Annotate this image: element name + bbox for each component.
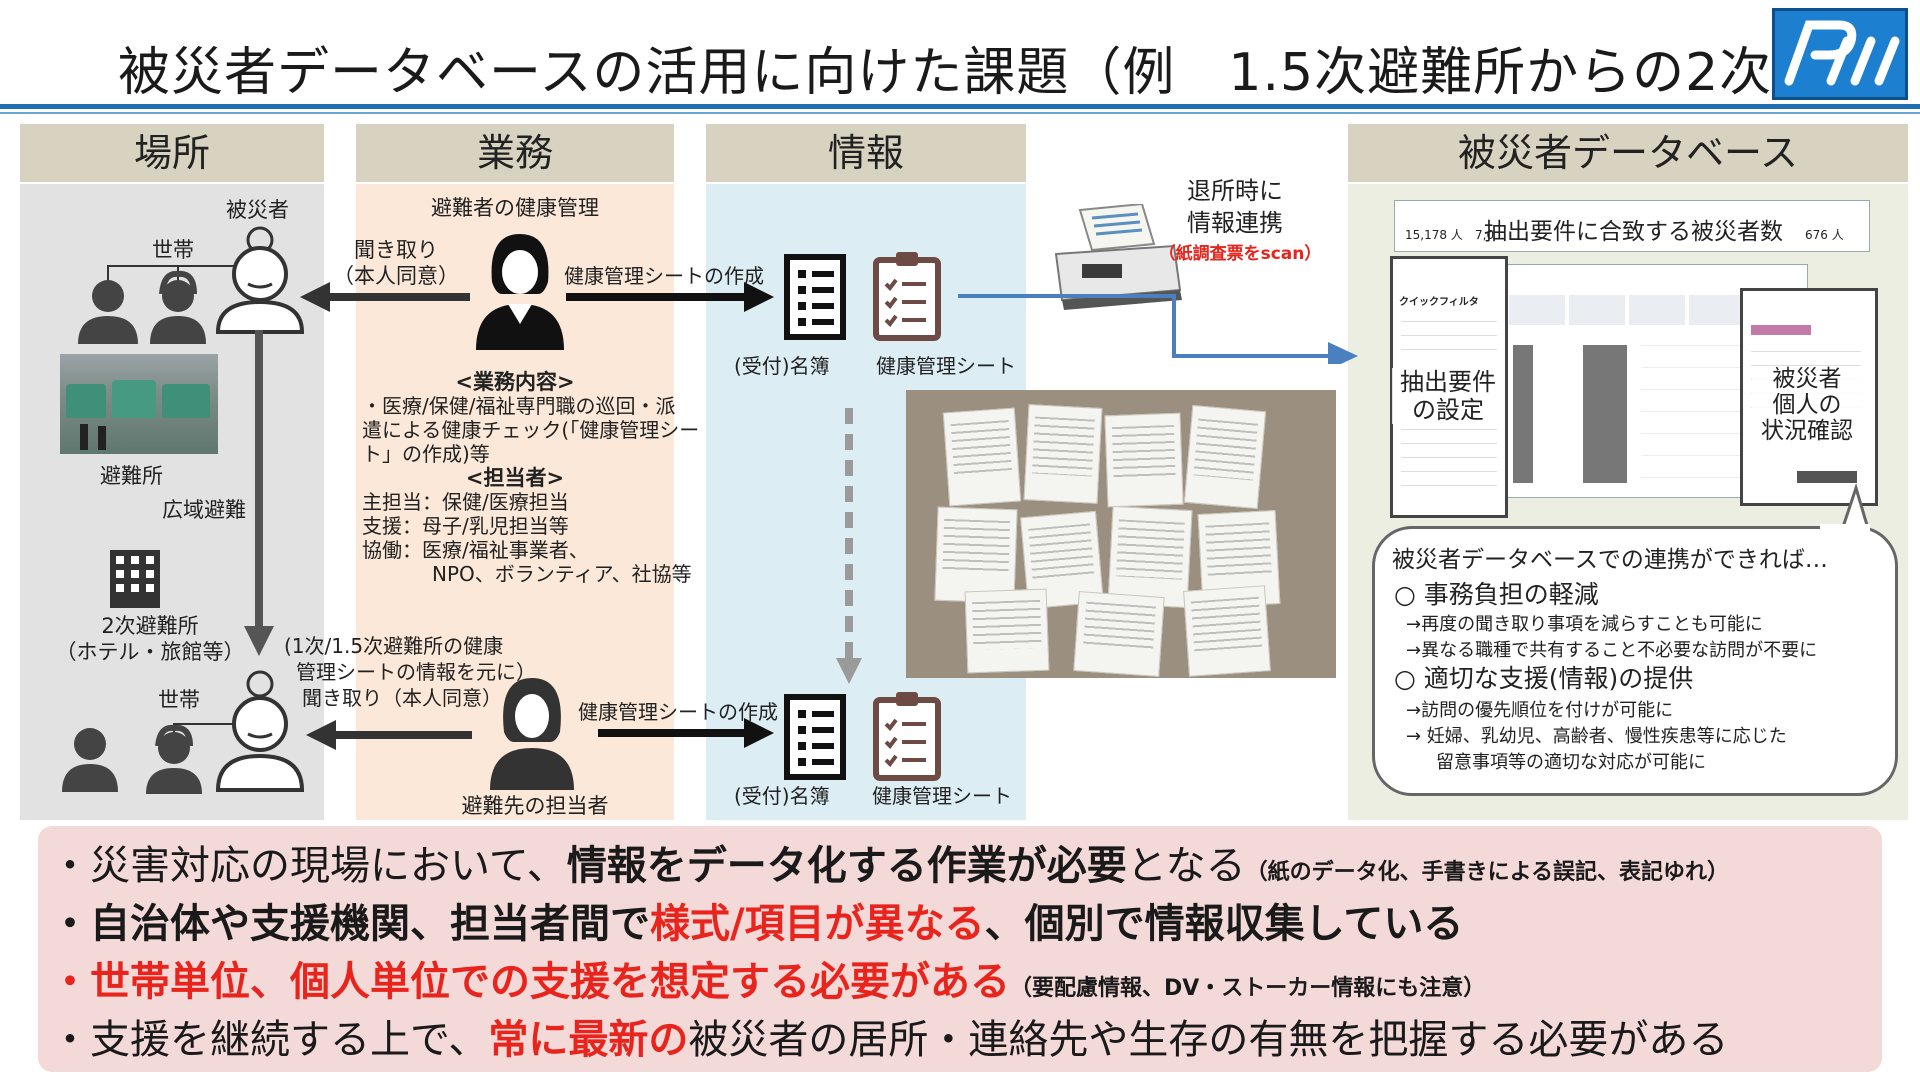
header-rule [0,104,1920,109]
db-heading: 被災者データベース [1348,124,1908,182]
sheet-bottom-label: 健康管理シート [872,784,1012,809]
shelter-label: 避難所 [100,464,163,489]
checklist-clipboard-icon [872,250,942,342]
benefit-2-line-1: →訪問の優先順位を付けが可能に [1406,698,1673,723]
arrow-left-bottom [306,720,472,750]
elderly-woman-icon [210,224,310,334]
content-line-3: ト」の作成)等 [362,442,490,467]
staff-line-1: 主担当：保健/医療担当 [362,490,569,515]
scanner-label-3: （紙調査票をscan） [1150,242,1330,267]
issue-line-4: ・支援を継続する上で、常に最新の被災者の居所・連絡先や生存の有無を把握する必要が… [50,1014,1728,1066]
content-line-1: ・医療/保健/福祉専門職の巡回・派 [362,394,675,419]
extract-label-2: の設定 [1392,396,1504,424]
health-mgmt-label: 避難者の健康管理 [356,196,674,221]
bottom-hear-line-3: 聞き取り（本人同意） [302,686,502,711]
benefit-1-heading: ○ 事務負担の軽減 [1394,580,1599,610]
benefit-2-heading: ○ 適切な支援(情報)の提供 [1394,664,1693,694]
benefit-1-line-1: →再度の聞き取り事項を減らすことも可能に [1406,612,1763,637]
logo-mark-icon [1775,11,1905,97]
arrow-right-top [566,282,774,312]
info-heading: 情報 [706,124,1026,182]
issue-3-a: ・世帯単位、個人単位での支援を想定する必要がある [50,959,1010,1005]
place-heading: 場所 [20,124,324,182]
bubble-heading: 被災者データベースでの連携ができれば… [1392,546,1828,574]
evac-staff-label: 避難先の担当者 [430,794,640,819]
scanner-label-2: 情報連携 [1160,208,1310,238]
issue-line-3: ・世帯単位、個人単位での支援を想定する必要がある（要配慮情報、DV・ストーカー情… [50,956,1485,1015]
issue-1-a: ・災害対応の現場において、 [50,843,567,889]
issue-2-c: 、個別で情報収集している [985,901,1464,947]
issue-4-a: ・支援を継続する上で、 [50,1017,488,1063]
content-heading: <業務内容> [356,370,674,395]
paper-forms-photo [906,390,1336,678]
dashed-down-arrow [834,408,864,688]
issue-2-b: 様式/項目が異なる [650,901,985,947]
db-count-label: 抽出要件に合致する被災者数 [1484,220,1783,245]
benefit-2-line-2: → 妊婦、乳幼児、高齢者、慢性疾患等に応じた [1406,724,1787,749]
issue-2-a: ・自治体や支援機関、担当者間で [50,901,650,947]
issue-1-d: （紙のデータ化、手書きによる誤記、表記ゆれ） [1246,860,1729,885]
bottom-hear-line-1: (1次/1.5次避難所の健康 [284,634,503,659]
issue-line-1: ・災害対応の現場において、情報をデータ化する作業が必要となる（紙のデータ化、手書… [50,840,1729,899]
issue-1-c: となる [1127,843,1246,889]
arrow-right-bottom [598,718,774,748]
person-man-icon [78,280,138,344]
roster-list-icon [784,694,846,780]
person-man-icon [62,728,118,792]
female-staff-icon [484,672,580,792]
shelter-photo [60,354,218,454]
content-line-2: 遣による健康チェック(「健康管理シー [362,418,699,443]
issue-1-b: 情報をデータ化する作業が必要 [567,843,1127,889]
filter-title: クイックフィルタ [1399,297,1479,309]
extract-label-1: 抽出要件 [1392,368,1504,396]
header-rule-thin [0,112,1920,114]
work-heading: 業務 [356,124,674,182]
benefit-1-line-2: →異なる職種で共有すること不必要な訪問が不要に [1406,638,1817,663]
person-label-3: 状況確認 [1752,418,1862,444]
staff-line-4: NPO、ボランティア、社協等 [432,562,692,587]
female-staff-icon [470,228,570,352]
bubble-tail-join [1820,524,1870,532]
scanner-label-1: 退所時に [1160,176,1310,206]
staff-heading: <担当者> [356,466,674,491]
person-woman-icon [146,728,202,794]
stat-a: 15,178 人 [1405,223,1463,248]
elderly-woman-icon [210,668,310,794]
person-label-2: 個人の [1752,392,1862,418]
victim-label: 被災者 [226,198,289,223]
stat-c: 676 人 [1805,223,1844,248]
benefit-2-line-3: 留意事項等の適切な対応が可能に [1436,750,1706,775]
shelter2-label-1: 2次避難所 [40,614,260,639]
issue-3-b: （要配慮情報、DV・ストーカー情報にも注意） [1010,976,1485,1001]
person-label-1: 被災者 [1752,366,1862,392]
evacuation-arrow [244,330,274,670]
roster-list-icon [784,254,846,340]
scan-to-db-arrow [958,284,1360,364]
staff-line-2: 支援：母子/乳児担当等 [362,514,569,539]
issue-4-c: 被災者の居所・連絡先や生存の有無を把握する必要がある [688,1017,1728,1063]
shelter2-label-2: （ホテル・旅館等） [40,640,260,665]
checklist-clipboard-icon [872,690,942,782]
person-woman-icon [150,274,206,344]
issue-4-b: 常に最新の [488,1017,688,1063]
arrow-left-top [300,282,470,312]
staff-line-3: 協働：医療/福祉事業者、 [362,538,589,563]
issue-line-2: ・自治体や支援機関、担当者間で様式/項目が異なる、個別で情報収集している [50,898,1463,950]
wide-evac-label: 広域避難 [162,498,246,523]
logo [1772,8,1908,100]
page-title: 被災者データベースの活用に向けた課題（例 1.5次避難所からの2次避難） [118,30,1920,105]
hear-label-1: 聞き取り [326,238,466,263]
roster-top-label: (受付)名簿 [734,354,830,379]
hotel-building-icon [108,548,162,610]
roster-bottom-label: (受付)名簿 [734,784,830,809]
